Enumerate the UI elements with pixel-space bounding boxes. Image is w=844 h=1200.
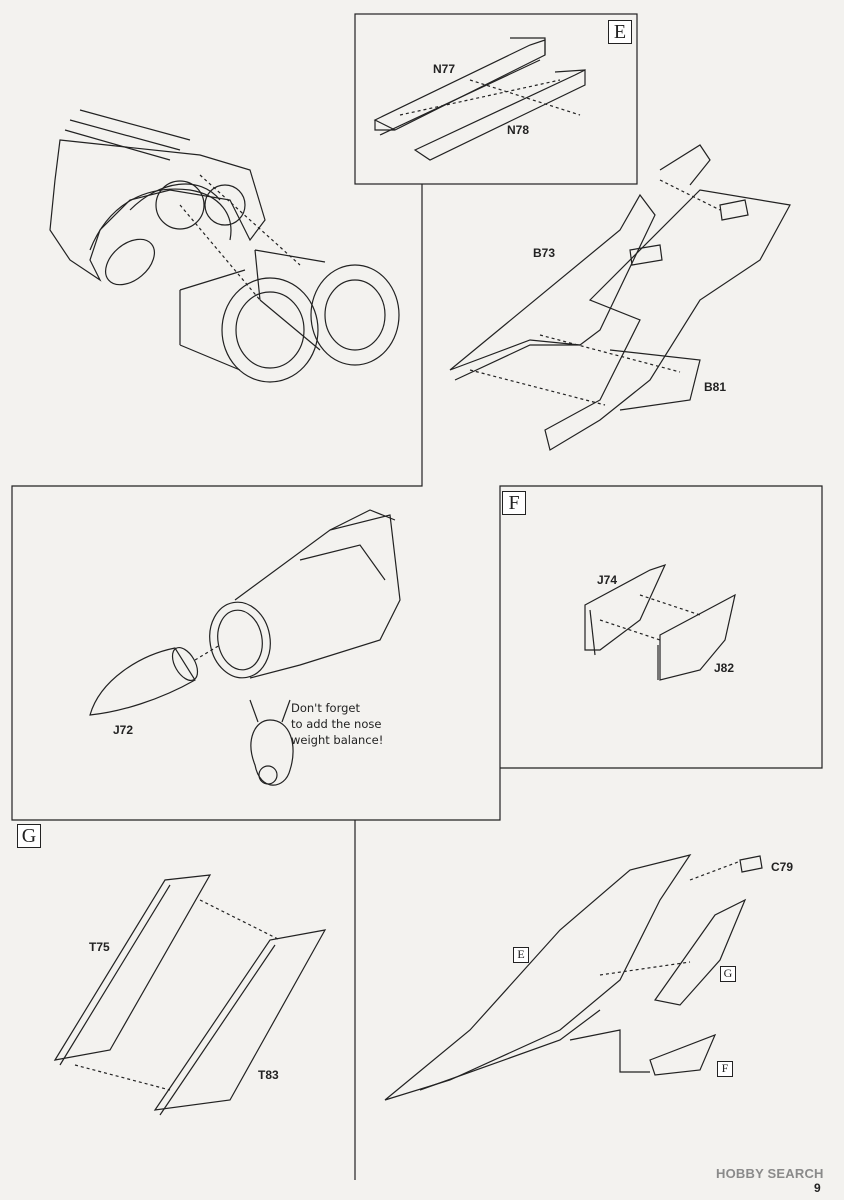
note-line-1: Don't forget (291, 701, 360, 715)
part-label-n78: N78 (507, 123, 530, 137)
nose-weight-note: Don't forget to add the nose weight bala… (291, 700, 383, 748)
step-g-marker: G (17, 824, 41, 848)
note-line-2: to add the nose (291, 717, 382, 731)
t75-t83-drawing (53, 874, 327, 1116)
j74-j82-drawing (584, 563, 736, 681)
watermark: HOBBY SEARCH (716, 1166, 824, 1181)
note-line-3: weight balance! (291, 733, 384, 747)
part-label-t75: T75 (89, 940, 110, 954)
part-label-j74: J74 (597, 573, 618, 587)
part-label-b81: B81 (704, 380, 727, 394)
part-label-j72: J72 (113, 723, 134, 737)
part-label-t83: T83 (258, 1068, 279, 1082)
part-label-j82: J82 (714, 661, 735, 675)
panel-dividers (11, 184, 823, 821)
callout-g: G (720, 966, 736, 982)
step-f-marker: F (502, 491, 526, 515)
assembly-overview-drawing (384, 854, 763, 1101)
j72-nose-drawing (89, 509, 401, 786)
part-label-c79: C79 (771, 860, 794, 874)
n77-n78-drawing (373, 37, 586, 161)
step-e-inset-frame (354, 13, 638, 185)
callout-e: E (513, 947, 529, 963)
b73-b81-drawing (449, 144, 791, 451)
page-number: 9 (814, 1181, 821, 1195)
part-label-b73: B73 (533, 246, 556, 260)
step-e-marker: E (608, 20, 632, 44)
part-label-n77: N77 (433, 62, 456, 76)
engine-nozzles-drawing (49, 109, 400, 383)
callout-f: F (717, 1061, 733, 1077)
